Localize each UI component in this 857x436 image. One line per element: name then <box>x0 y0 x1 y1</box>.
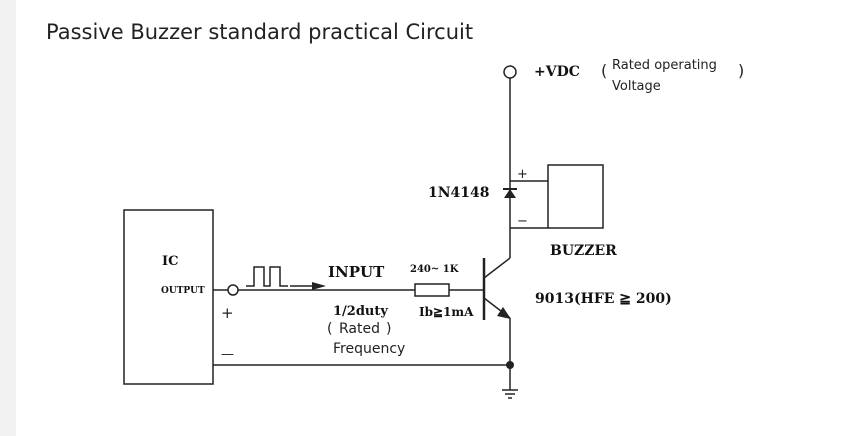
input-label: INPUT <box>328 263 385 281</box>
ic-label: IC <box>162 254 178 269</box>
input-arrow-head <box>312 282 326 290</box>
transistor-label: 9013(HFE ≧ 200) <box>535 291 672 307</box>
buzzer-box <box>547 164 604 229</box>
voltage-label: Voltage <box>612 79 661 94</box>
duty-label: 1/2duty <box>333 304 388 319</box>
freq-paren-close: ) <box>386 321 391 337</box>
emitter-arrow <box>497 307 511 319</box>
rated-operating-label: Rated operating <box>612 58 717 73</box>
buzzer-minus-sign: − <box>517 214 528 229</box>
diagram-title: Passive Buzzer standard practical Circui… <box>46 20 474 44</box>
freq-paren-open: ( <box>327 321 332 337</box>
resistor <box>414 283 450 297</box>
collector-lead <box>483 257 511 279</box>
page-margin-bar <box>0 0 16 436</box>
buzzer-label: BUZZER <box>550 243 617 259</box>
ic-output-terminal <box>227 284 239 296</box>
ic-plus-sign: + <box>221 304 234 322</box>
pulse-waveform <box>246 266 288 287</box>
diode-label: 1N4148 <box>428 185 490 201</box>
rated-freq-label: Rated <box>339 321 380 337</box>
ic-box <box>123 209 214 385</box>
rated-paren-open: ( <box>601 61 607 80</box>
frequency-label: Frequency <box>333 341 405 357</box>
resistor-label: 240~ 1K <box>410 264 459 275</box>
ic-output-label: OUTPUT <box>161 286 205 296</box>
vdc-label: +VDC <box>534 64 580 80</box>
ib-label: Ib≧1mA <box>419 305 474 319</box>
diode-symbol <box>504 189 516 198</box>
vdc-terminal <box>503 65 517 79</box>
buzzer-plus-sign: + <box>517 167 528 182</box>
ic-minus-sign: — <box>221 347 234 362</box>
ground-junction <box>506 361 514 369</box>
rated-paren-close: ) <box>738 61 744 80</box>
